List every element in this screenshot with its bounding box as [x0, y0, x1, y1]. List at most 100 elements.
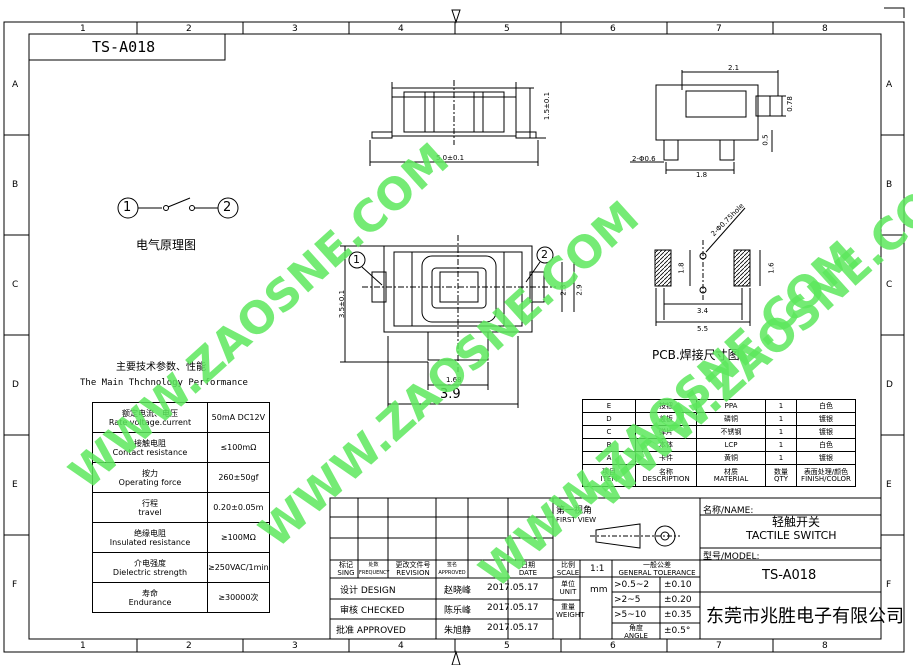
mat-material: LCP	[696, 438, 766, 452]
schematic-title: 电气原理图	[136, 238, 197, 252]
tol-range: >5~10	[614, 610, 647, 620]
dim-front-height: 1.5±0.1	[543, 91, 552, 121]
view-cn: 第一视角	[556, 506, 593, 516]
mat-qty: 1	[765, 399, 797, 413]
mat-finish: 白色	[796, 399, 856, 413]
spec-cn: 额定电流、电压	[122, 408, 178, 418]
dim-pcb-pad-h2: 1.6	[767, 262, 776, 274]
pcb-layout	[654, 207, 761, 326]
mat-material: 黄铜	[696, 451, 766, 465]
dim-side-right: 0.78	[785, 96, 794, 112]
design-date: 2017.05.17	[487, 583, 539, 593]
dim-front-width: 5.0±0.1	[436, 154, 465, 162]
mat-qty: 1	[765, 438, 797, 452]
center-mark-bottom	[451, 650, 461, 665]
angle-tol: ±0.5°	[664, 626, 691, 636]
row-letter: F	[12, 580, 18, 590]
spec-value: 0.20±0.05m	[207, 492, 270, 523]
view-en: FIRST VIEW	[556, 516, 597, 524]
mat-header-name-cn: 名称	[659, 467, 673, 476]
row-letter: D	[12, 380, 19, 390]
first-view-symbol	[590, 523, 680, 549]
part-code-box	[28, 33, 226, 61]
col-number: 3	[292, 24, 298, 34]
spec-en: Insulated resistance	[109, 537, 191, 547]
top-view-pin2: 2	[541, 248, 548, 261]
spec-title-en: The Main Thchnology Performance	[80, 378, 248, 388]
spec-value: 50mA DC12V	[207, 402, 270, 433]
mat-qty: 1	[765, 412, 797, 426]
tol-value: ±0.10	[664, 580, 692, 590]
row-letter: C	[12, 280, 19, 290]
mat-header-name-en: DESCRIPTION	[642, 474, 690, 483]
dim-pcb-outer: 5.5	[697, 325, 709, 333]
mat-header-qty-cn: 数量	[774, 467, 788, 476]
top-view-pin1: 1	[353, 253, 360, 266]
pcb-title: PCB.焊接尺寸图	[652, 348, 740, 362]
spec-cn: 按力	[142, 468, 158, 478]
row-letter: D	[886, 380, 893, 390]
col-number: 3	[292, 641, 298, 651]
spec-value: 260±50gf	[207, 462, 270, 493]
zone-ticks	[4, 22, 904, 652]
row-letter: A	[12, 80, 19, 90]
top-view	[340, 235, 575, 408]
design-label: 设计 DESIGN	[340, 586, 396, 596]
side-view	[630, 70, 786, 174]
scale-value: 1:1	[590, 564, 605, 574]
approve-label: 批准 APPROVED	[336, 626, 406, 636]
col-number: 5	[504, 24, 510, 34]
row-letter: B	[886, 180, 893, 190]
tol-range: >2~5	[614, 595, 641, 605]
product-name-cn: 轻触开关	[772, 515, 821, 529]
spec-value: ≤100mΩ	[207, 432, 270, 463]
dim-side-pin: 2-Φ0.6	[632, 155, 656, 163]
col-number: 4	[398, 24, 404, 34]
col-number: 7	[716, 641, 722, 651]
spec-cn: 介电强度	[134, 558, 166, 568]
tol-value: ±0.35	[664, 610, 692, 620]
check-label: 审核 CHECKED	[340, 606, 405, 616]
spec-value: ≥100MΩ	[207, 522, 270, 553]
name-label: 名称/NAME:	[703, 506, 754, 516]
mat-header-id-en: ITEM	[600, 474, 618, 483]
row-letter: E	[886, 480, 892, 490]
title-block-grid	[329, 497, 882, 640]
col-number: 1	[80, 641, 86, 651]
mat-id: E	[582, 399, 636, 413]
spec-en: travel	[138, 507, 162, 517]
tol-range: >0.5~2	[614, 580, 650, 590]
mat-header-qty-en: QTY	[773, 474, 789, 483]
spec-en: Operating force	[118, 477, 182, 487]
dim-pcb-inner: 3.4	[697, 307, 709, 315]
schematic-pin2: 2	[223, 200, 232, 215]
schematic-pin1: 1	[123, 200, 132, 215]
spec-en: Contact resistance	[112, 447, 188, 457]
col-number: 8	[822, 641, 828, 651]
row-letter: C	[886, 280, 893, 290]
model-label: 型号/MODEL:	[703, 552, 760, 562]
col-number: 1	[80, 24, 86, 34]
dim-side-lead: 0.5	[761, 134, 770, 146]
center-mark-top	[451, 9, 461, 24]
spec-en: Endurance	[128, 597, 172, 607]
dim-top-height: 3.5±0.1	[338, 289, 347, 319]
spec-cn: 绝缘电阻	[134, 528, 166, 538]
